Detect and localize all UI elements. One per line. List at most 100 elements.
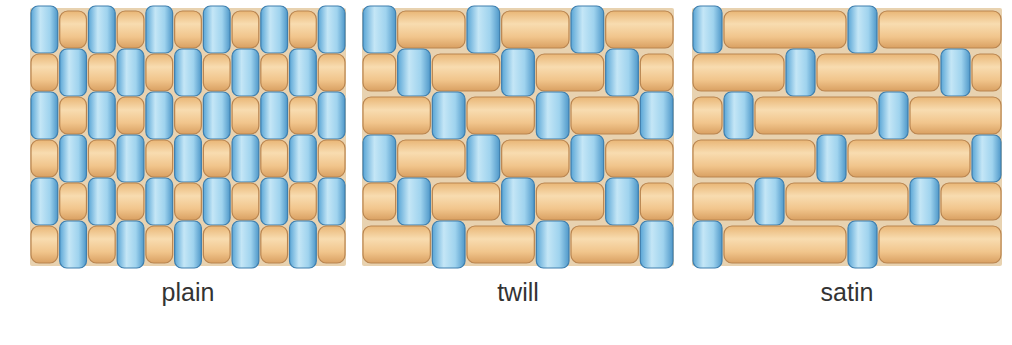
weave-label: plain <box>162 277 215 307</box>
weft-yarn <box>848 140 970 177</box>
weft-yarn <box>910 97 1001 134</box>
warp-yarn <box>31 92 58 139</box>
weft-yarn <box>640 183 673 220</box>
warp-yarn <box>232 49 259 96</box>
warp-yarn <box>467 6 500 53</box>
weft-yarn <box>232 97 259 134</box>
warp-yarn <box>693 221 722 268</box>
warp-yarn <box>606 49 639 96</box>
warp-yarn <box>290 221 317 268</box>
warp-yarn <box>290 49 317 96</box>
warp-yarn <box>467 135 500 182</box>
warp-yarn <box>502 49 535 96</box>
weft-yarn <box>318 140 345 177</box>
weft-yarn <box>117 97 144 134</box>
weft-yarn <box>88 226 115 263</box>
weft-yarn <box>146 226 173 263</box>
weft-yarn <box>398 11 465 48</box>
weft-yarn <box>536 183 603 220</box>
weft-yarn <box>88 54 115 91</box>
plain-weave <box>30 6 346 268</box>
weft-yarn <box>146 54 173 91</box>
weft-yarn <box>175 11 202 48</box>
warp-yarn <box>817 135 846 182</box>
warp-yarn <box>261 92 288 139</box>
warp-yarn <box>203 92 230 139</box>
weft-yarn <box>571 97 638 134</box>
weft-yarn <box>318 54 345 91</box>
weft-yarn <box>146 140 173 177</box>
warp-yarn <box>606 178 639 225</box>
weft-yarn <box>502 140 569 177</box>
warp-yarn <box>848 221 877 268</box>
warp-yarn <box>60 221 87 268</box>
weft-yarn <box>693 54 784 91</box>
warp-yarn <box>232 135 259 182</box>
warp-yarn <box>571 135 604 182</box>
warp-yarn <box>848 6 877 53</box>
warp-yarn <box>640 221 673 268</box>
warp-yarn <box>175 135 202 182</box>
warp-yarn <box>972 135 1001 182</box>
warp-yarn <box>117 135 144 182</box>
weft-yarn <box>31 226 58 263</box>
warp-yarn <box>146 92 173 139</box>
warp-yarn <box>318 6 345 53</box>
weft-yarn <box>941 183 1001 220</box>
weft-yarn <box>786 183 908 220</box>
warp-yarn <box>879 92 908 139</box>
warp-yarn <box>261 6 288 53</box>
weft-yarn <box>318 226 345 263</box>
weft-yarn <box>693 183 753 220</box>
weft-yarn <box>261 226 288 263</box>
warp-yarn <box>261 178 288 225</box>
warp-yarn <box>60 49 87 96</box>
warp-yarn <box>318 178 345 225</box>
weft-yarn <box>640 54 673 91</box>
weft-yarn <box>502 11 569 48</box>
weft-yarn <box>203 226 230 263</box>
weft-yarn <box>817 54 939 91</box>
weft-yarn <box>60 97 87 134</box>
warp-yarn <box>175 49 202 96</box>
weft-yarn <box>290 97 317 134</box>
weft-yarn <box>60 11 87 48</box>
twill-weave <box>362 6 674 268</box>
warp-yarn <box>117 49 144 96</box>
weft-yarn <box>693 97 722 134</box>
weft-yarn <box>363 97 430 134</box>
weft-yarn <box>290 11 317 48</box>
weft-yarn <box>398 140 465 177</box>
weft-yarn <box>31 54 58 91</box>
weft-yarn <box>606 11 673 48</box>
weave-label: twill <box>497 277 539 307</box>
warp-yarn <box>290 135 317 182</box>
warp-yarn <box>363 6 396 53</box>
warp-yarn <box>88 6 115 53</box>
warp-yarn <box>203 178 230 225</box>
warp-yarn <box>232 221 259 268</box>
weft-yarn <box>879 11 1001 48</box>
weft-yarn <box>232 183 259 220</box>
warp-yarn <box>146 178 173 225</box>
weft-yarn <box>467 97 534 134</box>
weft-yarn <box>432 54 499 91</box>
weft-yarn <box>175 97 202 134</box>
warp-yarn <box>398 49 431 96</box>
weft-yarn <box>203 140 230 177</box>
warp-yarn <box>88 178 115 225</box>
weave-ground <box>362 8 674 266</box>
satin-weave <box>692 6 1002 268</box>
warp-yarn <box>117 221 144 268</box>
weft-yarn <box>232 11 259 48</box>
weft-yarn <box>606 140 673 177</box>
weft-yarn <box>175 183 202 220</box>
warp-yarn <box>175 221 202 268</box>
warp-yarn <box>693 6 722 53</box>
warp-yarn <box>502 178 535 225</box>
weft-yarn <box>693 140 815 177</box>
warp-yarn <box>640 92 673 139</box>
weft-yarn <box>203 54 230 91</box>
weft-yarn <box>724 226 846 263</box>
warp-yarn <box>536 221 569 268</box>
